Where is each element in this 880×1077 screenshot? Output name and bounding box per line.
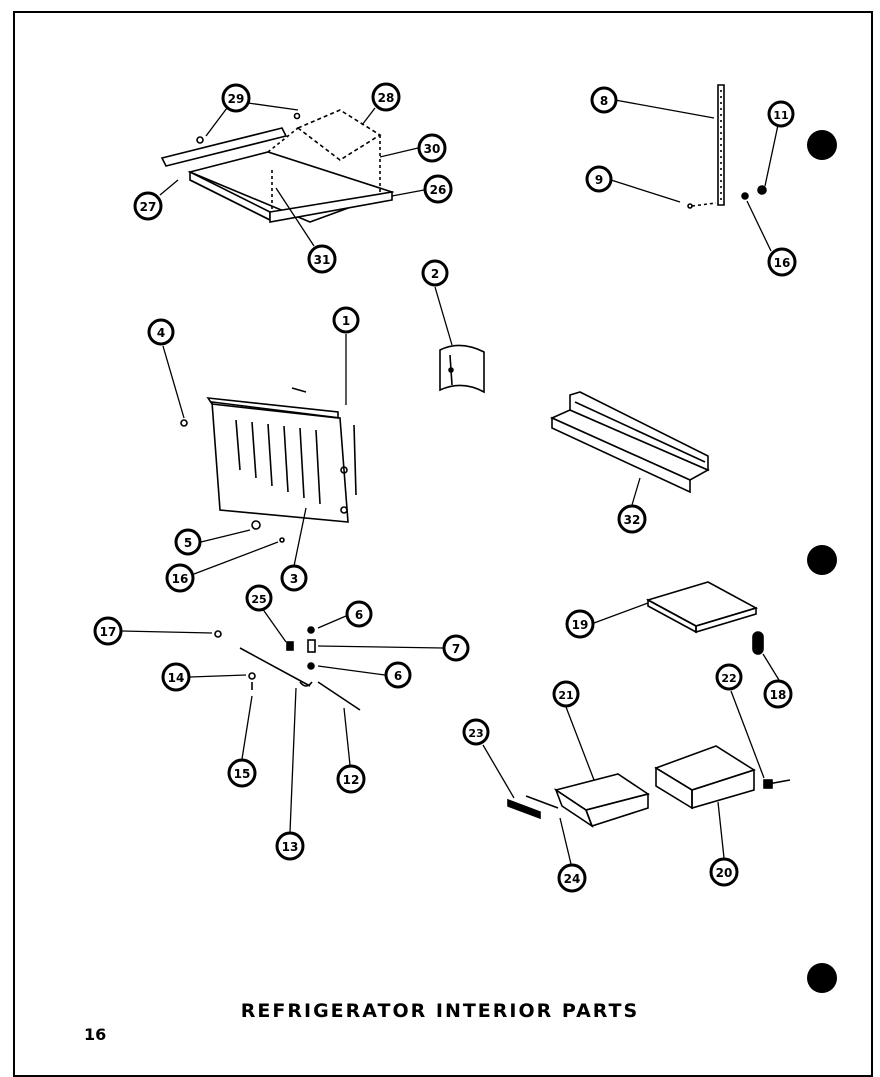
callout-label: 22 xyxy=(721,672,736,685)
callout-label: 6 xyxy=(355,608,363,622)
callout-2: 2 xyxy=(421,259,449,287)
channel-rail xyxy=(550,391,710,494)
callout-8: 8 xyxy=(590,86,618,114)
callout-26: 26 xyxy=(423,174,453,204)
callout-12: 12 xyxy=(336,764,366,794)
punch-hole-bottom xyxy=(807,963,837,993)
callout-6-upper: 6 xyxy=(345,600,373,628)
callout-label: 7 xyxy=(452,642,460,656)
callout-label: 6 xyxy=(394,669,402,683)
callout-28: 28 xyxy=(371,82,401,112)
page-number: 16 xyxy=(84,1025,107,1044)
callout-label: 12 xyxy=(343,773,360,787)
callout-7: 7 xyxy=(442,634,470,662)
callout-label: 26 xyxy=(430,183,447,197)
callout-label: 2 xyxy=(431,267,439,281)
callout-31: 31 xyxy=(307,244,337,274)
callout-22: 22 xyxy=(715,663,743,691)
callout-label: 17 xyxy=(100,625,117,639)
callout-5: 5 xyxy=(174,528,202,556)
callout-9: 9 xyxy=(585,165,613,193)
callout-label: 27 xyxy=(140,200,157,214)
callout-14: 14 xyxy=(161,662,191,692)
punch-hole-top xyxy=(807,130,837,160)
callout-29: 29 xyxy=(221,83,251,113)
callout-label: 11 xyxy=(773,109,788,122)
callout-23: 23 xyxy=(462,718,490,746)
callout-1: 1 xyxy=(332,306,360,334)
callout-label: 18 xyxy=(770,688,787,702)
callout-13: 13 xyxy=(275,831,305,861)
callout-18: 18 xyxy=(763,679,793,709)
callout-16-mid: 16 xyxy=(165,563,195,593)
callout-label: 32 xyxy=(624,513,641,527)
callout-24: 24 xyxy=(557,863,587,893)
callout-label: 21 xyxy=(558,689,573,702)
callout-11: 11 xyxy=(767,100,795,128)
callout-label: 29 xyxy=(228,92,245,106)
callout-label: 1 xyxy=(342,314,350,328)
callout-label: 16 xyxy=(172,572,189,586)
bracket-part xyxy=(439,344,485,394)
diagram-title: REFRIGERATOR INTERIOR PARTS xyxy=(240,1000,640,1022)
callout-label: 23 xyxy=(468,727,483,740)
callout-19: 19 xyxy=(565,609,595,639)
shelf-and-spring xyxy=(645,581,791,789)
callout-label: 13 xyxy=(282,840,299,854)
callout-30: 30 xyxy=(417,133,447,163)
callout-17: 17 xyxy=(93,616,123,646)
callout-3: 3 xyxy=(280,564,308,592)
callout-label: 30 xyxy=(424,142,441,156)
hardware-cluster xyxy=(214,626,361,711)
callout-label: 3 xyxy=(290,572,298,586)
callout-label: 24 xyxy=(564,872,581,886)
callout-16-top: 16 xyxy=(767,247,797,277)
callout-label: 19 xyxy=(572,618,589,632)
shelf-support-rail xyxy=(687,84,767,209)
callout-label: 4 xyxy=(157,326,165,340)
callout-label: 9 xyxy=(595,173,603,187)
leader-lines xyxy=(121,99,780,865)
callout-label: 5 xyxy=(184,536,192,550)
punch-hole-middle xyxy=(807,545,837,575)
callout-label: 16 xyxy=(774,256,791,270)
callout-label: 15 xyxy=(234,767,251,781)
callout-label: 20 xyxy=(716,866,733,880)
callout-6-lower: 6 xyxy=(384,661,412,689)
crisper-frame-assembly xyxy=(160,109,395,223)
callout-label: 31 xyxy=(314,253,331,267)
callout-25: 25 xyxy=(245,584,273,612)
page-border xyxy=(13,11,873,1077)
grille-assembly xyxy=(180,387,357,543)
callout-label: 25 xyxy=(251,593,266,606)
callout-label: 14 xyxy=(168,671,185,685)
callout-32: 32 xyxy=(617,504,647,534)
callout-label: 28 xyxy=(378,91,395,105)
callout-4: 4 xyxy=(147,318,175,346)
callout-20: 20 xyxy=(709,857,739,887)
callout-21: 21 xyxy=(552,680,580,708)
callout-15: 15 xyxy=(227,758,257,788)
crisper-drawers xyxy=(507,745,756,829)
callout-label: 8 xyxy=(600,94,608,108)
callout-27: 27 xyxy=(133,191,163,221)
